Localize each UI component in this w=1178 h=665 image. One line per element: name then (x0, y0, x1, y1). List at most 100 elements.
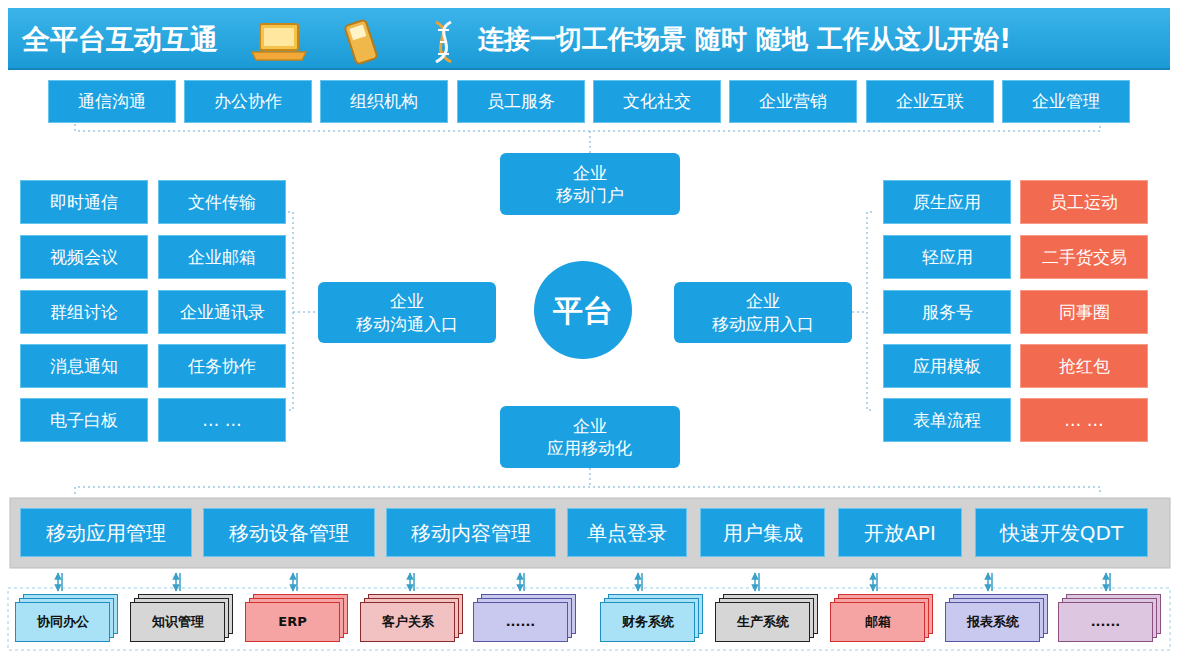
node-text: 财务系统 (622, 614, 674, 631)
node-text: … … (202, 409, 241, 431)
feature-box: … … (158, 398, 286, 442)
feature-box: 消息通知 (20, 344, 148, 388)
node-text: 报表系统 (967, 614, 1019, 631)
node-text: 员工服务 (487, 90, 555, 112)
entry-box: 企业 移动应用入口 (674, 282, 852, 343)
node-text: 文件传输 (188, 191, 256, 213)
tagline-text: 连接一切工作场景 随时 随地 工作从这儿开始! (478, 24, 1011, 54)
feature-box: 轻应用 (883, 235, 1011, 279)
feature-box: 企业通讯录 (158, 290, 286, 334)
category-box: 办公协作 (184, 80, 312, 123)
feature-box: 即时通信 (20, 180, 148, 224)
social-app-box: 员工运动 (1020, 180, 1148, 224)
title-slot: 全平台互动互通 (22, 21, 218, 59)
entry-box: 企业 移动沟通入口 (318, 282, 496, 343)
feature-box: 任务协作 (158, 344, 286, 388)
node-text: 企业邮箱 (188, 246, 256, 268)
system-frame (8, 588, 1170, 650)
node-text: 应用模板 (913, 355, 981, 377)
node-text: 企业互联 (896, 90, 964, 112)
node-text: 电子白板 (50, 409, 118, 431)
category-box: 企业管理 (1002, 80, 1130, 123)
node-text: 抢红包 (1059, 355, 1110, 377)
social-app-box: 二手货交易 (1020, 235, 1148, 279)
node-text: 移动应用管理 (46, 520, 166, 546)
node-text: 办公协作 (214, 90, 282, 112)
circle-shape (534, 261, 632, 359)
feature-box: 电子白板 (20, 398, 148, 442)
node-text: 平台 (553, 291, 613, 330)
gray-band (10, 498, 1170, 568)
node-text: 邮箱 (865, 614, 891, 631)
feature-box: 应用模板 (883, 344, 1011, 388)
node-text: 原生应用 (913, 191, 981, 213)
node-text: 通信沟通 (78, 90, 146, 112)
node-text: 企业 移动沟通入口 (353, 290, 462, 334)
feature-box: 企业邮箱 (158, 235, 286, 279)
node-text: ...... (506, 614, 536, 631)
social-app-box: … … (1020, 398, 1148, 442)
feature-box: 原生应用 (883, 180, 1011, 224)
node-text: 文化社交 (623, 90, 691, 112)
node-text: 协同办公 (37, 614, 89, 631)
node-text: 员工运动 (1050, 191, 1118, 213)
node-text: 即时通信 (50, 191, 118, 213)
category-box: 组织机构 (320, 80, 448, 123)
feature-box: 视频会议 (20, 235, 148, 279)
node-text: 视频会议 (50, 246, 118, 268)
capability-box: 用户集成 (700, 508, 825, 557)
feature-box: 表单流程 (883, 398, 1011, 442)
node-text: 群组讨论 (50, 301, 118, 323)
node-text: 轻应用 (922, 246, 973, 268)
node-text: 快速开发QDT (1000, 520, 1123, 546)
node-text: 生产系统 (737, 614, 789, 631)
laptop-icon (252, 24, 306, 60)
node-text: 服务号 (922, 301, 973, 323)
phone-icon (344, 20, 377, 65)
node-text: 企业 移动门户 (546, 162, 634, 206)
system-doc: 邮箱 (830, 602, 925, 642)
entry-box: 企业 移动门户 (500, 153, 680, 215)
system-doc: 财务系统 (600, 602, 695, 642)
entry-box: 企业 应用移动化 (500, 406, 680, 468)
node-text: 移动内容管理 (411, 520, 531, 546)
node-text: 单点登录 (587, 520, 667, 546)
double-arrows (58, 573, 1110, 591)
node-text: 企业营销 (759, 90, 827, 112)
capability-box: 移动应用管理 (20, 508, 192, 557)
node-text: 企业 移动应用入口 (709, 290, 818, 334)
category-box: 员工服务 (457, 80, 585, 123)
system-doc: ERP (245, 602, 340, 642)
feature-box: 文件传输 (158, 180, 286, 224)
node-text: 企业管理 (1032, 90, 1100, 112)
capability-box: 移动设备管理 (203, 508, 375, 557)
node-text: 组织机构 (350, 90, 418, 112)
node-text: 任务协作 (188, 355, 256, 377)
banner-icons (246, 18, 486, 66)
system-doc: 知识管理 (130, 602, 225, 642)
capability-box: 快速开发QDT (975, 508, 1148, 557)
node-text: … … (1064, 409, 1103, 431)
platform-circle: 平台 (533, 260, 633, 360)
node-text: 同事圈 (1059, 301, 1110, 323)
node-text: 移动设备管理 (229, 520, 349, 546)
system-doc: ...... (473, 602, 568, 642)
category-box: 文化社交 (593, 80, 721, 123)
node-text: 企业通讯录 (180, 301, 265, 323)
dna-icon (436, 22, 451, 62)
feature-box: 服务号 (883, 290, 1011, 334)
tagline-slot: 连接一切工作场景 随时 随地 工作从这儿开始! (478, 22, 1011, 57)
category-box: 通信沟通 (48, 80, 176, 123)
node-text: 二手货交易 (1042, 246, 1127, 268)
node-text: 客户关系 (382, 614, 434, 631)
title-banner: 全平台互动互通 连接一切工作场景 随时 随地 工作从这儿开始! (8, 8, 1170, 70)
node-text: 消息通知 (50, 355, 118, 377)
node-text: ERP (278, 614, 306, 631)
node-text: 企业 应用移动化 (536, 415, 645, 459)
social-app-box: 同事圈 (1020, 290, 1148, 334)
category-box: 企业营销 (729, 80, 857, 123)
bracket-lines (75, 124, 1100, 494)
capability-box: 移动内容管理 (386, 508, 556, 557)
title-text: 全平台互动互通 (22, 23, 218, 56)
